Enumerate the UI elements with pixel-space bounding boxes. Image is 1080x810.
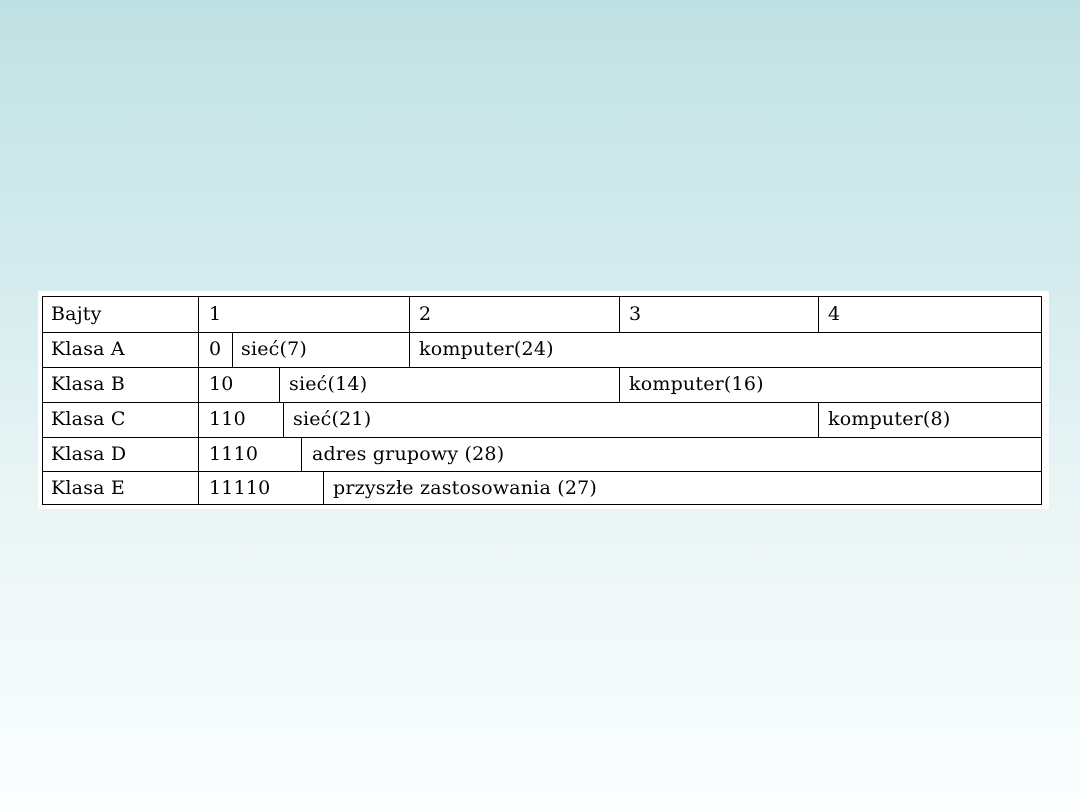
class-a-prefix: 0: [209, 338, 222, 360]
field-divider: [279, 367, 280, 402]
field-divider: [409, 332, 410, 367]
table-grid: Bajty 1 2 3 4 Klasa A 0 sieć(7) komputer…: [42, 296, 1042, 505]
byte-divider: [619, 297, 620, 332]
class-d-label: Klasa D: [51, 443, 127, 465]
byte-4-header: 4: [828, 303, 841, 325]
class-e-prefix: 11110: [209, 477, 271, 499]
class-a-host: komputer(24): [419, 338, 554, 360]
class-e-reserved: przyszłe zastosowania (27): [333, 477, 598, 499]
class-b-network: sieć(14): [289, 373, 368, 395]
class-d-multicast: adres grupowy (28): [312, 443, 505, 465]
ip-address-classes-table: Bajty 1 2 3 4 Klasa A 0 sieć(7) komputer…: [38, 291, 1049, 509]
class-c-network: sieć(21): [293, 408, 372, 430]
field-divider: [283, 402, 284, 437]
field-divider: [619, 367, 620, 402]
class-c-label: Klasa C: [51, 408, 126, 430]
field-divider: [323, 471, 324, 504]
class-c-host: komputer(8): [828, 408, 951, 430]
field-divider: [232, 332, 233, 367]
class-a-label: Klasa A: [51, 338, 125, 360]
row-divider: [43, 332, 1041, 333]
class-b-label: Klasa B: [51, 373, 126, 395]
field-divider: [818, 402, 819, 437]
header-label: Bajty: [51, 303, 102, 325]
row-divider: [43, 437, 1041, 438]
byte-3-header: 3: [629, 303, 642, 325]
byte-2-header: 2: [419, 303, 432, 325]
byte-1-header: 1: [209, 303, 222, 325]
class-b-prefix: 10: [209, 373, 234, 395]
field-divider: [301, 437, 302, 471]
label-column-divider: [198, 297, 199, 504]
class-b-host: komputer(16): [629, 373, 764, 395]
byte-divider: [409, 297, 410, 332]
row-divider: [43, 402, 1041, 403]
class-a-network: sieć(7): [241, 338, 308, 360]
class-e-label: Klasa E: [51, 477, 125, 499]
byte-divider: [818, 297, 819, 332]
row-divider: [43, 367, 1041, 368]
class-c-prefix: 110: [209, 408, 246, 430]
class-d-prefix: 1110: [209, 443, 259, 465]
row-divider: [43, 471, 1041, 472]
